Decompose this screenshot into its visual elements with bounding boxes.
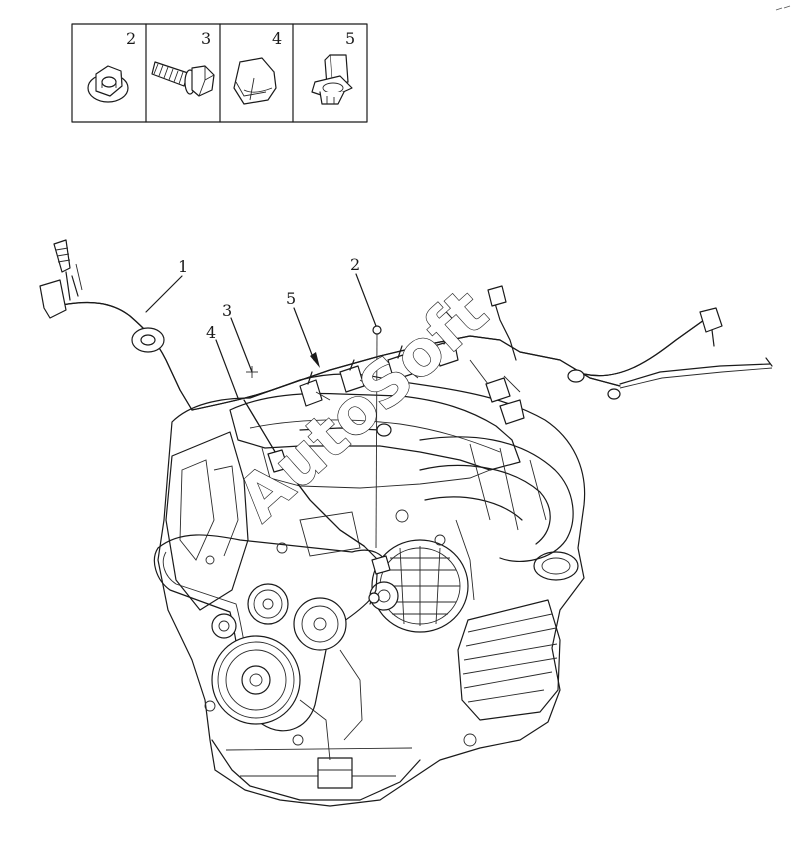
callout-leaders [145, 273, 382, 549]
callout-5: 5 [286, 289, 296, 308]
corner-mark [775, 5, 791, 11]
engine-assembly [153, 373, 586, 807]
flange-nut-icon [87, 65, 129, 103]
callout-2: 2 [350, 255, 360, 274]
legend-number-5: 5 [345, 29, 355, 48]
callout-3: 3 [222, 301, 232, 320]
harness-clip-icon [311, 54, 353, 105]
legend-number-4: 4 [272, 29, 282, 48]
flange-bolt-icon [151, 61, 215, 97]
legend-number-2: 2 [126, 29, 136, 48]
cable-clip-icon [233, 57, 277, 105]
parts-legend: 2 3 4 5 [71, 23, 368, 123]
watermark-text: AutoSoft [223, 275, 501, 535]
callout-4: 4 [206, 323, 216, 342]
legend-number-3: 3 [201, 29, 211, 48]
wiring-harness [39, 239, 773, 605]
callout-1: 1 [178, 257, 188, 276]
